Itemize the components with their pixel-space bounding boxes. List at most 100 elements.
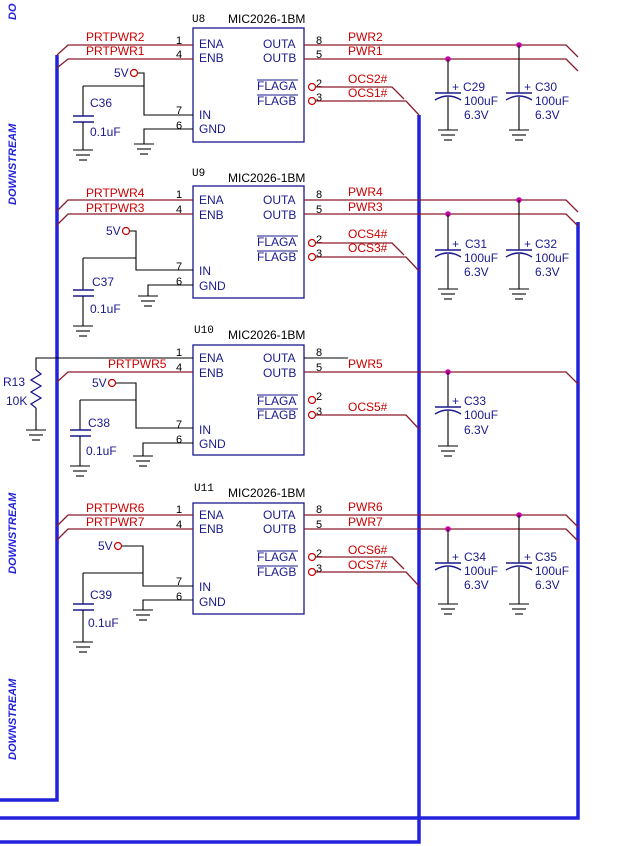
net-flagb: OCS1# [348,86,388,100]
supply-5v: 5V [98,539,113,553]
svg-text:1: 1 [176,35,182,47]
net-ena: PRTPWR6 [86,501,145,515]
svg-text:7: 7 [176,105,182,117]
svg-text:4: 4 [176,362,182,374]
chip-ref: U11 [194,483,214,495]
side-label-top: DO [7,3,19,20]
svg-text:FLAGA: FLAGA [257,79,296,93]
svg-text:7: 7 [176,261,182,273]
resistor-value: 10K [6,394,27,408]
cap-voltage: 6.3V [464,578,489,592]
net-outb: PWR7 [348,515,383,529]
polarity-mark: + [452,394,459,408]
svg-text:5: 5 [316,519,322,531]
svg-text:OUTB: OUTB [263,51,296,65]
svg-text:8: 8 [316,504,322,516]
svg-text:2: 2 [316,78,322,90]
cap-ref: C38 [88,416,110,430]
bulk-cap-c33: + C33 100uF 6.3V [434,369,498,457]
net-ena: PRTPWR4 [86,186,145,200]
net-flagb: OCS3# [348,241,388,255]
cap-ref: C35 [535,550,557,564]
cap-value: 100uF [464,408,498,422]
net-flagb: OCS7# [348,558,388,572]
regulator-u8: U8 MIC2026-1BM ENA ENB IN GND OUTA OUTB … [56,12,579,161]
side-label-downstream-3: DOWNSTREAM [7,678,19,760]
chip-body [192,27,305,143]
net-enb: PRTPWR1 [86,44,145,58]
chip-body [192,502,305,615]
bulk-cap-c32: + C32 100uF 6.3V [505,197,569,300]
signal-buses [0,55,580,844]
cap-voltage: 6.3V [464,108,489,122]
cap-ref: C33 [464,394,486,408]
chip-part: MIC2026-1BM [228,171,305,185]
svg-text:7: 7 [176,419,182,431]
svg-text:ENB: ENB [199,51,224,65]
svg-text:ENA: ENA [199,193,224,207]
cap-ref: C31 [465,237,487,251]
cap-voltage: 6.3V [535,578,560,592]
cap-ref: C32 [535,237,557,251]
cap-ref: C29 [463,80,485,94]
cap-value: 100uF [535,94,569,108]
svg-text:8: 8 [316,35,322,47]
regulator-u11: U11 MIC2026-1BM ENA ENB IN GND OUTA OUTB… [56,483,579,653]
regulator-u10: U10 MIC2026-1BM ENA ENB IN GND OUTA OUTB… [3,325,579,477]
regulator-u9: U9 MIC2026-1BM ENA ENB IN GND OUTA OUTB … [56,168,579,337]
svg-text:FLAGB: FLAGB [257,565,296,579]
bulk-cap-c35: + C35 100uF 6.3V [505,512,569,615]
svg-text:OUTA: OUTA [263,37,295,51]
polarity-mark: + [524,550,531,564]
svg-text:OUTB: OUTB [263,366,296,380]
net-flaga: OCS2# [348,72,388,86]
polarity-mark: + [524,80,531,94]
svg-text:5: 5 [316,362,322,374]
svg-text:7: 7 [176,576,182,588]
polarity-mark: + [452,237,459,251]
chip-body [192,344,305,456]
svg-text:OUTA: OUTA [263,193,295,207]
svg-text:OUTA: OUTA [263,508,295,522]
cap-voltage: 6.3V [464,265,489,279]
svg-text:2: 2 [316,391,322,403]
net-outb: PWR1 [348,44,383,58]
svg-text:4: 4 [176,49,182,61]
svg-text:6: 6 [176,276,182,288]
svg-text:6: 6 [176,591,182,603]
cap-ref: C34 [464,550,486,564]
svg-text:ENB: ENB [199,208,224,222]
svg-text:FLAGA: FLAGA [257,394,296,408]
svg-text:ENA: ENA [199,508,224,522]
cap-value: 0.1uF [90,302,121,316]
svg-text:FLAGB: FLAGB [257,94,296,108]
svg-text:2: 2 [316,548,322,560]
net-outa: PWR6 [348,500,383,514]
chip-body [192,185,305,299]
bulk-cap-c31: + C31 100uF 6.3V [434,211,498,300]
bulk-cap-c30: + C30 100uF 6.3V [505,42,569,141]
cap-ref: C37 [92,275,114,289]
cap-ref: C30 [535,80,557,94]
svg-text:FLAGA: FLAGA [257,235,296,249]
chip-part: MIC2026-1BM [228,486,305,500]
chip-part: MIC2026-1BM [228,12,305,26]
svg-text:ENB: ENB [199,366,224,380]
svg-text:4: 4 [176,519,182,531]
net-outa: PWR4 [348,185,383,199]
svg-text:8: 8 [316,189,322,201]
chip-ref: U8 [192,14,205,26]
svg-text:IN: IN [199,264,211,278]
net-flagb: OCS5# [348,400,388,414]
cap-value: 100uF [464,94,498,108]
side-label-downstream-2: DOWNSTREAM [7,492,19,574]
cap-value: 100uF [464,564,498,578]
cap-voltage: 6.3V [464,423,489,437]
net-ena: PRTPWR2 [86,30,145,44]
cap-value: 100uF [464,251,498,265]
svg-text:IN: IN [199,423,211,437]
svg-text:FLAGA: FLAGA [257,550,296,564]
supply-5v: 5V [106,224,121,238]
chip-part: MIC2026-1BM [228,328,305,342]
